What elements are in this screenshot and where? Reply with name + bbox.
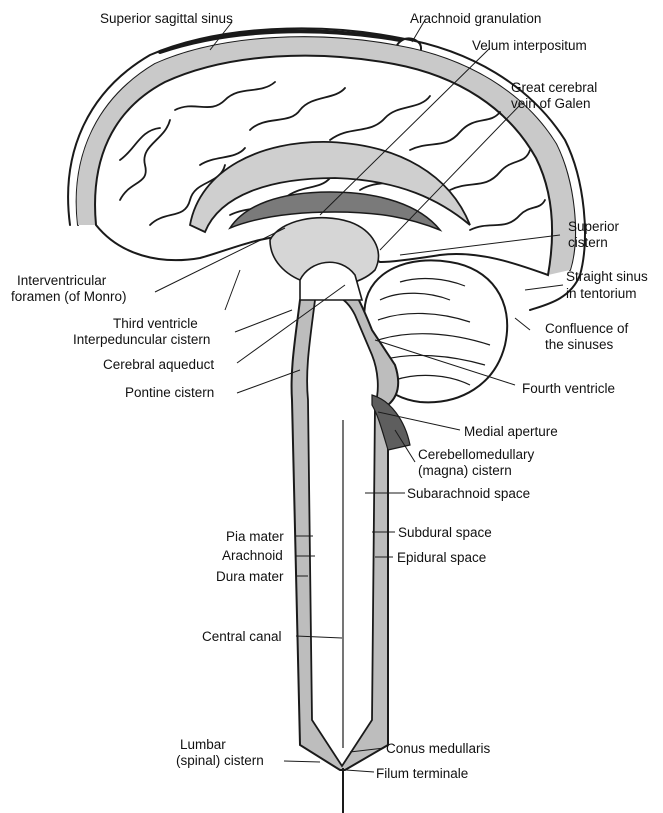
label-interventricular-1: Interventricular [17,273,106,289]
label-velum-interpositum: Velum interpositum [472,38,587,54]
label-great-cerebral-vein-1: Great cerebral [511,80,597,96]
label-great-cerebral-vein-2: vein of Galen [511,96,591,112]
label-lumbar-cistern-1: Lumbar [180,737,226,753]
label-subdural-space: Subdural space [398,525,492,541]
label-medial-aperture: Medial aperture [464,424,558,440]
label-fourth-ventricle: Fourth ventricle [522,381,615,397]
label-superior-sagittal-sinus: Superior sagittal sinus [100,11,233,27]
label-lumbar-cistern-2: (spinal) cistern [176,753,264,769]
label-dura-mater: Dura mater [216,569,284,585]
label-straight-sinus-2: in tentorium [566,286,637,302]
label-conus-medullaris: Conus medullaris [386,741,490,757]
label-arachnoid: Arachnoid [222,548,283,564]
label-confluence-2: the sinuses [545,337,613,353]
label-third-ventricle: Third ventricle [113,316,198,332]
label-cerebellomedullary-2: (magna) cistern [418,463,512,479]
label-filum-terminale: Filum terminale [376,766,468,782]
label-straight-sinus-1: Straight sinus [566,269,648,285]
label-central-canal: Central canal [202,629,282,645]
label-arachnoid-granulation: Arachnoid granulation [410,11,541,27]
label-confluence-1: Confluence of [545,321,628,337]
label-interpeduncular-cistern: Interpeduncular cistern [73,332,210,348]
label-cerebral-aqueduct: Cerebral aqueduct [103,357,214,373]
label-pia-mater: Pia mater [226,529,284,545]
label-cerebellomedullary-1: Cerebellomedullary [418,447,534,463]
label-superior-cistern-1: Superior [568,219,619,235]
label-interventricular-2: foramen (of Monro) [11,289,127,305]
label-subarachnoid-space: Subarachnoid space [407,486,530,502]
label-epidural-space: Epidural space [397,550,486,566]
label-superior-cistern-2: cistern [568,235,608,251]
label-pontine-cistern: Pontine cistern [125,385,214,401]
